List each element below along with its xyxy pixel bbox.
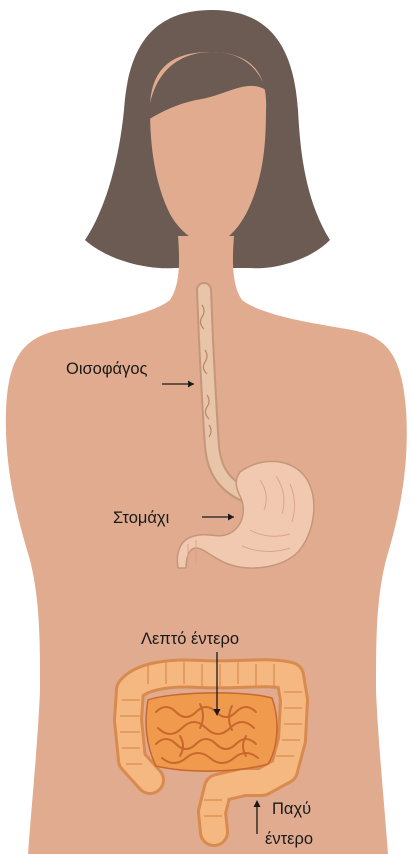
- label-large-intestine-text-line1: Παχύ: [272, 800, 311, 818]
- label-stomach-text: Στομάχι: [113, 509, 170, 527]
- label-esophagus-text: Οισοφάγος: [66, 360, 148, 378]
- label-large-intestine-text-line2: έντερο: [265, 830, 313, 848]
- small-intestine-organ: [146, 693, 277, 771]
- label-small-intestine-text: Λεπτό έντερο: [141, 630, 239, 648]
